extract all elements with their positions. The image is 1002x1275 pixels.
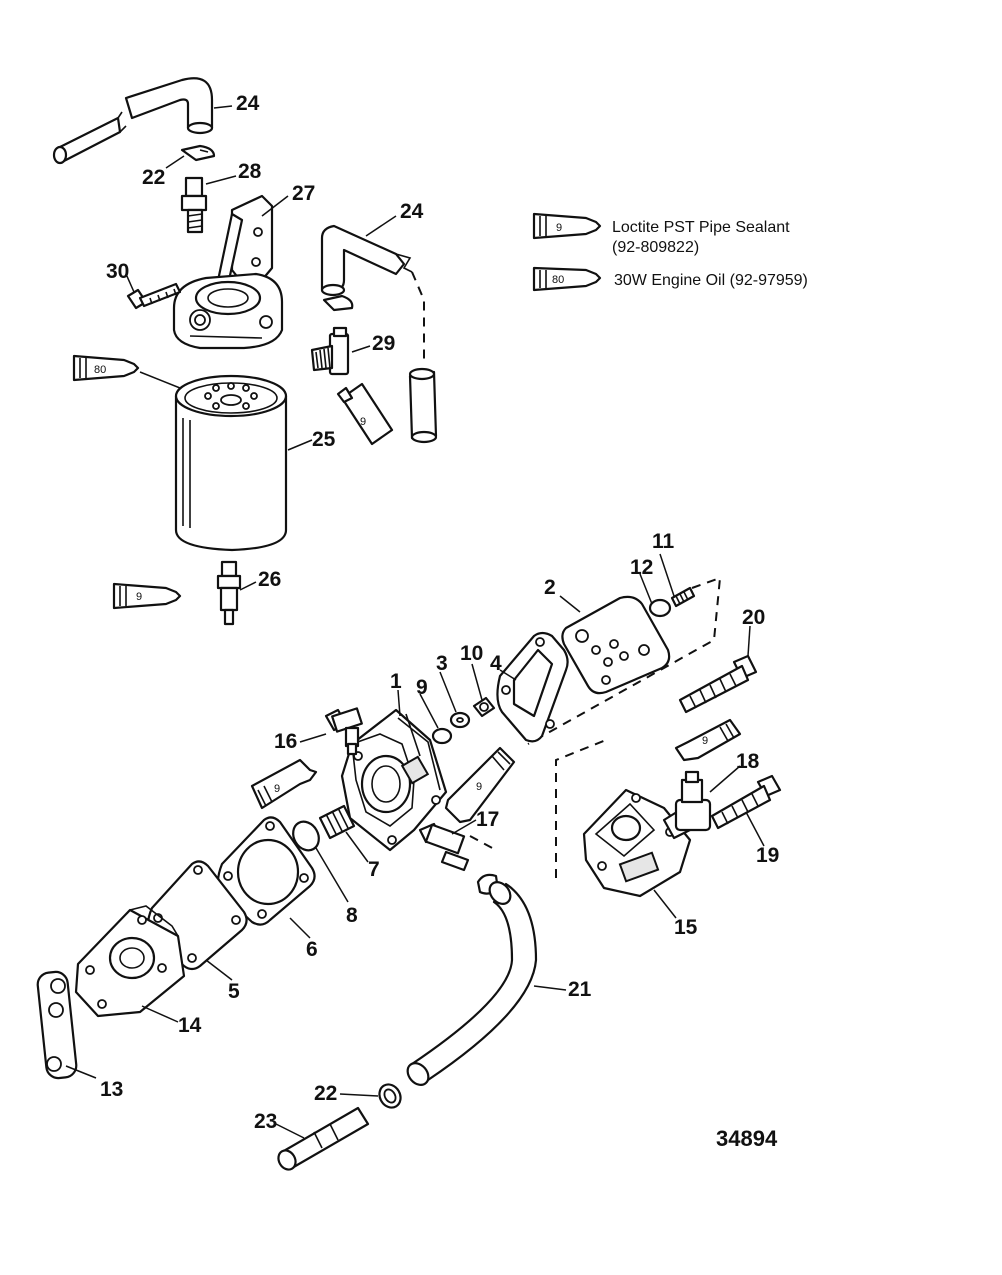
gasket-2 bbox=[561, 595, 671, 695]
tube-label: 9 bbox=[702, 735, 708, 747]
washer-3 bbox=[449, 711, 471, 729]
callout-17: 17 bbox=[476, 808, 499, 831]
legend-sealant-name: Loctite PST Pipe Sealant bbox=[612, 219, 790, 236]
fuel-filter-25 bbox=[174, 374, 288, 552]
clamp-22-upper bbox=[180, 144, 216, 162]
legend-sealant-partno: (92-809822) bbox=[612, 239, 699, 256]
bolt-20 bbox=[678, 654, 758, 714]
filter-head-27 bbox=[172, 194, 284, 350]
fitting-16 bbox=[324, 707, 363, 756]
callout-28: 28 bbox=[238, 160, 262, 183]
callout-20: 20 bbox=[742, 606, 765, 629]
assembly-line-upper bbox=[527, 576, 722, 745]
tube-icon-fitting16: 9 bbox=[250, 758, 318, 810]
callout-5: 5 bbox=[228, 980, 240, 1003]
legend: Loctite PST Pipe Sealant (92-809822) 30W… bbox=[612, 219, 808, 289]
pump-cover-15 bbox=[582, 788, 692, 898]
tube-icon-drain26: 9 bbox=[112, 582, 182, 610]
callout-6: 6 bbox=[306, 938, 318, 961]
callout-3: 3 bbox=[436, 652, 448, 675]
drain-plug-26 bbox=[216, 560, 242, 626]
callout-26: 26 bbox=[258, 568, 281, 591]
assembly-line-lower bbox=[555, 739, 607, 878]
leader-lines bbox=[65, 105, 765, 1139]
fitting-17 bbox=[418, 822, 470, 872]
spring-11 bbox=[670, 586, 696, 608]
figure-number: 34894 bbox=[716, 1126, 778, 1151]
callout-1: 1 bbox=[390, 670, 402, 693]
tube-label: 9 bbox=[556, 222, 562, 234]
callout-23: 23 bbox=[254, 1110, 277, 1133]
callout-25: 25 bbox=[312, 428, 336, 451]
callout-18: 18 bbox=[736, 750, 760, 773]
screw-19 bbox=[710, 774, 782, 830]
callout-14: 14 bbox=[178, 1014, 202, 1037]
tube-icon-legend-oil: 80 bbox=[532, 266, 602, 292]
callout-27: 27 bbox=[292, 182, 315, 205]
callout-4: 4 bbox=[490, 652, 502, 675]
elbow-fitting-29 bbox=[310, 326, 350, 376]
callout-2: 2 bbox=[544, 576, 556, 599]
hose-24-upper bbox=[52, 77, 214, 165]
callout-7: 7 bbox=[368, 858, 380, 881]
hose-24-right bbox=[320, 224, 438, 444]
callout-12: 12 bbox=[630, 556, 653, 579]
callout-22-upper: 22 bbox=[142, 166, 165, 189]
washer-9 bbox=[431, 727, 453, 745]
hose-21 bbox=[406, 881, 538, 1086]
callout-22-lower: 22 bbox=[314, 1082, 337, 1105]
callout-19: 19 bbox=[756, 844, 779, 867]
tube-label: 9 bbox=[136, 591, 142, 603]
callout-15: 15 bbox=[674, 916, 698, 939]
tube-icon-fitting29: 9 bbox=[336, 382, 394, 446]
connector-23 bbox=[277, 1106, 370, 1171]
gasket-6 bbox=[216, 816, 316, 926]
callout-21: 21 bbox=[568, 978, 592, 1001]
screw-10 bbox=[472, 696, 496, 718]
spring-7 bbox=[318, 804, 356, 840]
tube-icon-legend-sealant: 9 bbox=[532, 212, 602, 240]
clamp-22-mid bbox=[322, 294, 354, 312]
tube-label: 9 bbox=[476, 781, 482, 793]
bolt-30 bbox=[126, 282, 182, 310]
callout-numbers: 24 22 28 27 24 30 29 25 26 11 12 2 20 4 … bbox=[100, 92, 779, 1133]
assembly-line-hose bbox=[469, 835, 497, 851]
tube-label: 80 bbox=[94, 364, 106, 376]
fitting-28 bbox=[180, 176, 208, 234]
callout-24-upper: 24 bbox=[236, 92, 260, 115]
callout-11: 11 bbox=[652, 530, 675, 553]
callout-30: 30 bbox=[106, 260, 129, 283]
tube-label: 9 bbox=[274, 783, 280, 795]
callout-9: 9 bbox=[416, 676, 428, 699]
fitting-18 bbox=[662, 770, 712, 840]
pump-body-1 bbox=[340, 708, 448, 852]
legend-oil: 30W Engine Oil (92-97959) bbox=[614, 272, 808, 289]
callout-16: 16 bbox=[274, 730, 297, 753]
callout-24-right: 24 bbox=[400, 200, 424, 223]
check-ball-12 bbox=[648, 598, 672, 618]
callout-8: 8 bbox=[346, 904, 358, 927]
pump-cover-14 bbox=[74, 905, 186, 1018]
callout-13: 13 bbox=[100, 1078, 123, 1101]
tube-icon-fitting18: 9 bbox=[674, 718, 742, 762]
tube-icon-fitting17: 9 bbox=[444, 746, 516, 824]
gasket-4 bbox=[496, 631, 569, 743]
callout-10: 10 bbox=[460, 642, 483, 665]
diaphragm-8 bbox=[292, 820, 320, 852]
tube-label: 9 bbox=[360, 416, 366, 428]
clamp-22-lower bbox=[378, 1083, 402, 1109]
tube-label: 80 bbox=[552, 274, 564, 286]
callout-29: 29 bbox=[372, 332, 395, 355]
tube-icon-filter-oil: 80 bbox=[72, 354, 140, 382]
plate-13 bbox=[36, 970, 78, 1080]
